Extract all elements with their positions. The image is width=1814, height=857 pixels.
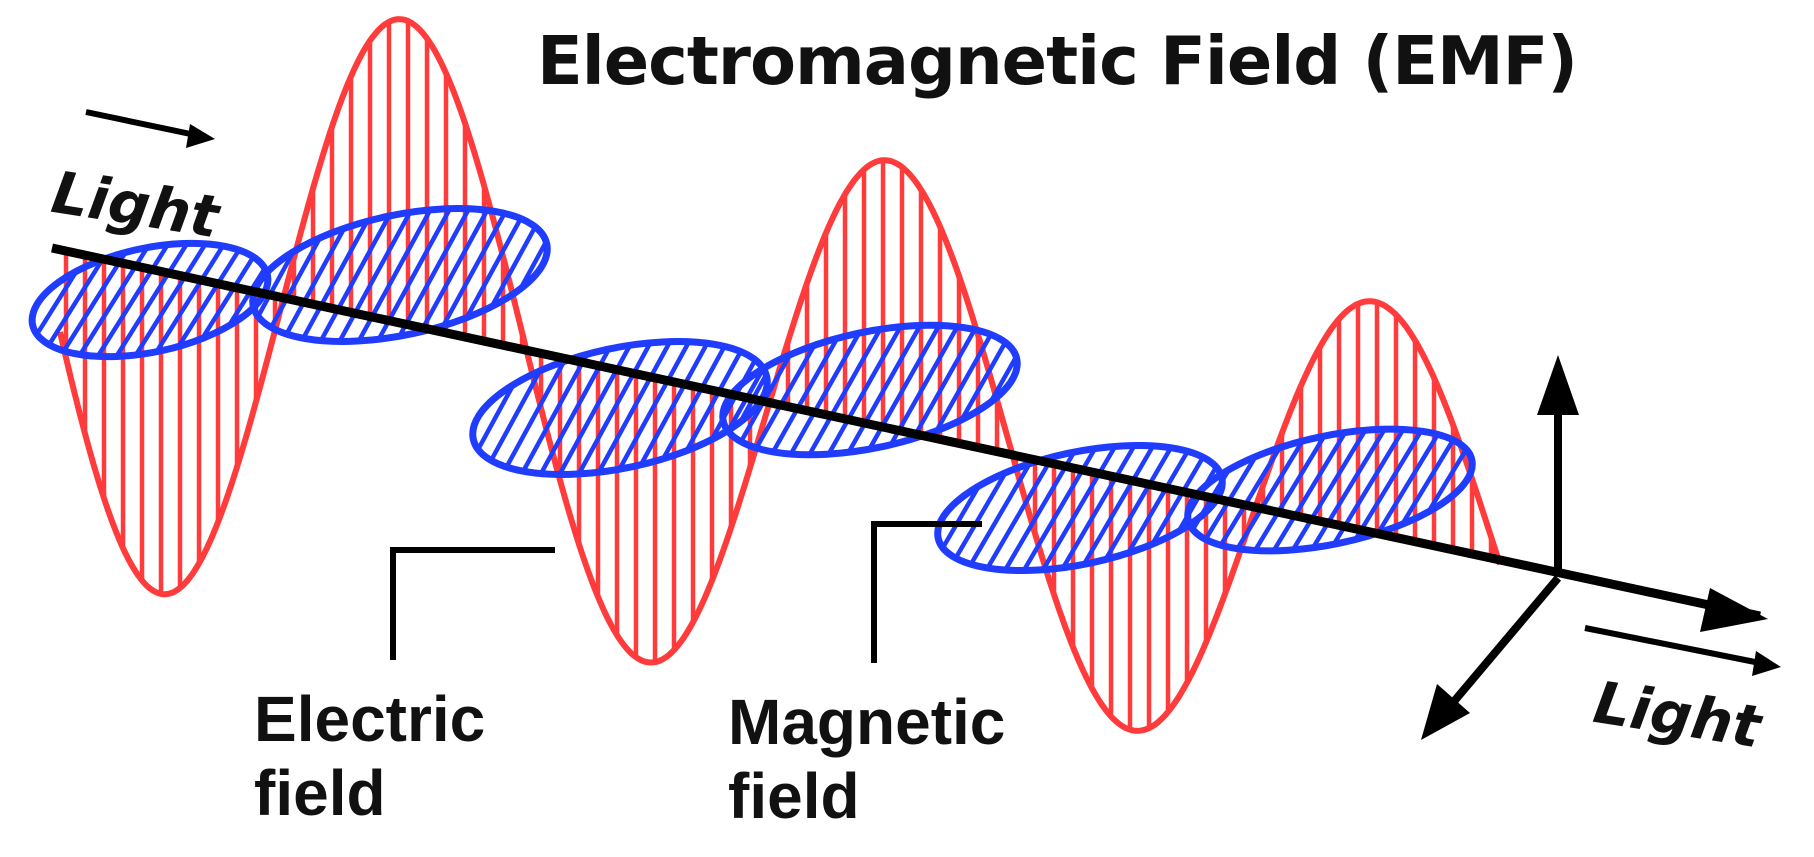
magnetic-field-label-line1: Magnetic [728, 686, 1006, 758]
magnetic-field-label: Magnetic field [728, 685, 1005, 833]
magnetic-field-hatch [860, 302, 954, 463]
magnetic-field-hatch [1303, 409, 1398, 562]
propagation-axis [51, 243, 1761, 621]
depth-axis-arrowhead [1421, 684, 1470, 740]
magnetic-field-hatch [541, 185, 560, 318]
electric-field-label: Electric field [254, 682, 485, 830]
magnetic-field-lobe-outline-5 [1184, 425, 1476, 555]
magnetic-field-leader-line [871, 521, 982, 663]
magnetic-field-hatch [460, 363, 489, 498]
light-direction-arrow-left [85, 109, 201, 139]
magnetic-field-hatch [1006, 267, 1152, 425]
magnetic-field-hatch [460, 368, 467, 498]
magnetic-field-hatch [839, 306, 933, 467]
magnetic-field-hatch [304, 379, 450, 541]
magnetic-field-hatch [546, 331, 639, 496]
magnetic-field-hatch [369, 189, 462, 354]
magnetic-field-hatch [1010, 434, 1105, 591]
magnetic-field-lobe-outline-1 [249, 205, 551, 345]
magnetic-field-hatch [817, 311, 911, 472]
magnetic-field-hatch [1053, 425, 1148, 582]
magnetic-field-hatch [589, 322, 682, 487]
magnetic-field-hatch [1050, 257, 1196, 415]
magnetic-field-hatch [770, 481, 915, 635]
light-direction-arrowhead-left [186, 124, 215, 148]
magnetic-field-lobe-outline-3 [719, 321, 1021, 459]
magnetic-field-wave [0, 140, 1659, 635]
magnetic-field-hatch [568, 327, 661, 492]
magnetic-field-hatch [1028, 262, 1174, 420]
magnetic-field-hatch [579, 140, 725, 302]
magnetic-field-hatch [558, 145, 704, 307]
magnetic-field-hatch [611, 318, 704, 483]
light-direction-arrow-right [1584, 625, 1766, 667]
magnetic-field-hatch [1281, 413, 1377, 567]
magnetic-field-hatch [791, 477, 936, 631]
magnetic-field-hatch [283, 383, 429, 545]
magnetic-field-hatch [348, 194, 441, 359]
propagation-arrowhead [1700, 588, 1768, 632]
vertical-axis-arrowhead [1537, 355, 1579, 415]
magnetic-field-hatch [82, 229, 179, 376]
magnetic-field-hatch [926, 466, 954, 593]
magnetic-field-hatch [1032, 430, 1126, 587]
diagram-title: Electromagnetic Field (EMF) [537, 22, 1578, 100]
electric-field-leader-line [390, 547, 555, 660]
magnetic-field-hatch [1515, 360, 1659, 510]
magnetic-field-hatch [1011, 302, 1029, 431]
magnetic-field-hatch [1260, 418, 1355, 572]
magnetic-field-hatch [326, 374, 472, 536]
magnetic-field-hatch [796, 315, 890, 476]
magnetic-field-hatch [104, 225, 200, 374]
magnetic-field-hatch [326, 198, 419, 363]
magnetic-field-hatch [21, 261, 28, 376]
magnetic-field-hatch [536, 150, 682, 312]
magnetic-field-label-line2: field [728, 760, 860, 832]
magnetic-field-hatch [1472, 369, 1616, 519]
electric-field-label-line1: Electric [254, 683, 486, 755]
electric-field-outline [57, 16, 1503, 734]
magnetic-field-hatch [0, 272, 8, 418]
depth-axis-arrow [1436, 575, 1562, 721]
light-direction-arrowhead-right [1752, 651, 1781, 676]
electric-field-label-line2: field [254, 757, 386, 829]
magnetic-field-lobe-outline-2 [469, 338, 771, 478]
magnetic-field-hatch [926, 471, 933, 593]
magnetic-field-hatch [0, 268, 30, 414]
